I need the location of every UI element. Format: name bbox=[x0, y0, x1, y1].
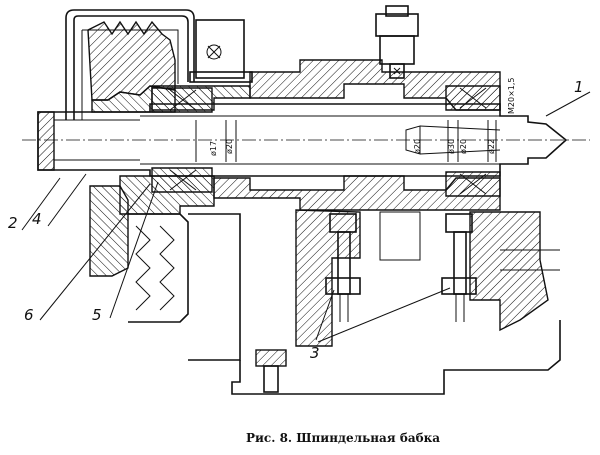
callout-2: 2 bbox=[8, 214, 18, 232]
dim-d1: ø20 bbox=[225, 139, 234, 154]
bolt-left bbox=[325, 213, 361, 322]
callout-6: 6 bbox=[24, 306, 34, 324]
bracket-plate bbox=[189, 19, 253, 83]
figure-caption: Рис. 8. Шпиндельная бабка bbox=[246, 431, 440, 445]
oiler bbox=[375, 5, 419, 79]
callout-5: 5 bbox=[92, 306, 102, 324]
callout-4: 4 bbox=[32, 210, 42, 228]
dim-d2: ø22 bbox=[487, 139, 496, 154]
bearings bbox=[151, 85, 501, 197]
bolt-right bbox=[441, 213, 477, 322]
dim-thread: M20×1,5 bbox=[507, 77, 516, 114]
leader-lines bbox=[21, 91, 591, 343]
pulley-lower bbox=[89, 185, 241, 361]
bolt-bottom bbox=[255, 349, 287, 393]
dim-d5: ø30 bbox=[447, 139, 456, 154]
spindle bbox=[37, 103, 568, 177]
dim-d4: ø20 bbox=[459, 139, 468, 154]
callout-3: 3 bbox=[310, 344, 320, 362]
dim-d6: ø20 bbox=[413, 139, 422, 154]
dim-d3: ø17 bbox=[209, 141, 218, 156]
callout-1: 1 bbox=[574, 78, 584, 96]
